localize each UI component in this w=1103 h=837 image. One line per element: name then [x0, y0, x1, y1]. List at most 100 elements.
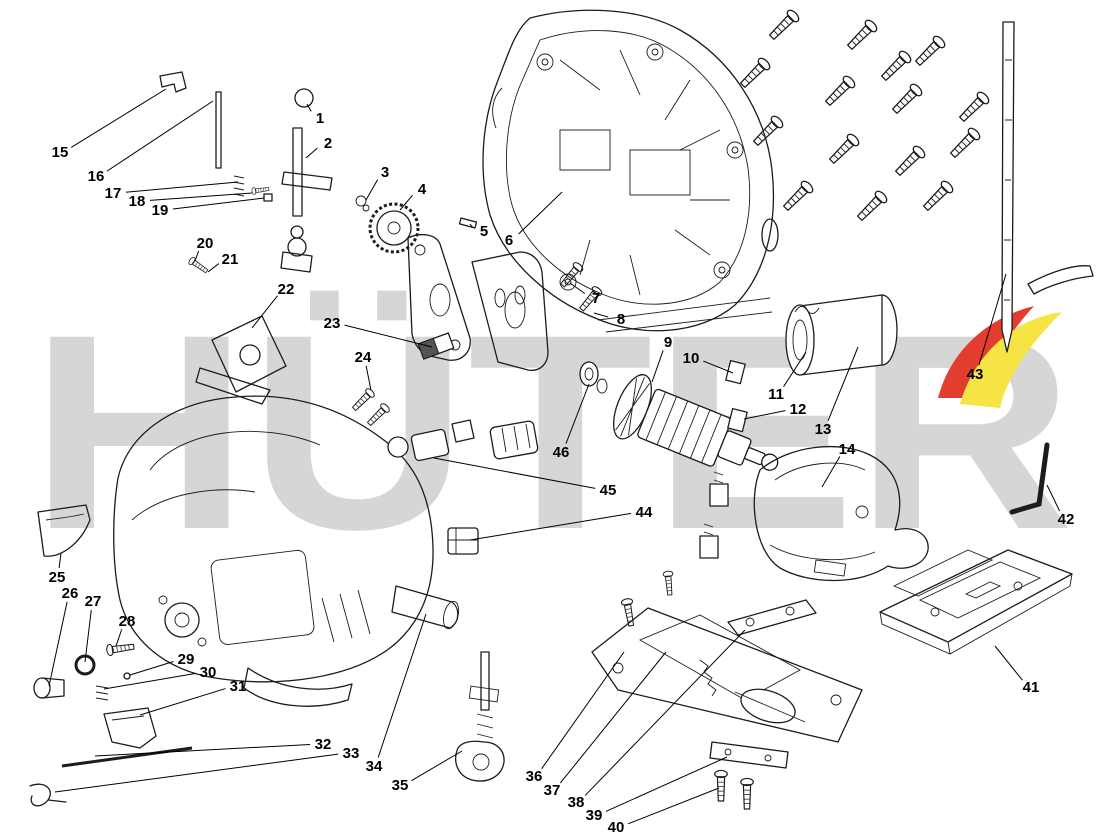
part-label-4: 4	[418, 181, 427, 198]
part-label-40: 40	[608, 819, 625, 836]
leader-line-26	[48, 601, 68, 687]
part-label-25: 25	[49, 569, 66, 586]
leader-line-46	[565, 383, 590, 444]
leader-line-18	[149, 192, 253, 201]
part-label-32: 32	[315, 736, 332, 753]
part-label-20: 20	[197, 235, 214, 252]
main-body-housing	[113, 395, 460, 707]
part-label-36: 36	[526, 768, 543, 785]
knob-and-rod	[280, 88, 333, 273]
guide-block	[195, 315, 287, 405]
leader-line-25	[58, 552, 62, 569]
part-label-46: 46	[553, 444, 570, 461]
gear-set	[355, 195, 478, 254]
part-label-28: 28	[119, 613, 136, 630]
leader-line-12	[743, 410, 786, 420]
part-label-35: 35	[392, 777, 409, 794]
leader-line-35	[411, 750, 463, 782]
leader-line-22	[251, 295, 278, 329]
leader-line-44	[469, 512, 632, 541]
part-label-39: 39	[586, 807, 603, 824]
leader-line-41	[994, 645, 1023, 681]
leader-line-24	[365, 365, 372, 391]
leader-line-27	[84, 609, 92, 663]
counterweight	[417, 332, 455, 360]
part-label-19: 19	[152, 202, 169, 219]
locking-lever	[37, 504, 91, 557]
motor-housing-shell	[482, 9, 779, 333]
part-label-30: 30	[200, 664, 217, 681]
leader-line-14	[821, 456, 841, 488]
leader-line-16	[106, 100, 214, 172]
part-label-10: 10	[683, 350, 700, 367]
part-label-31: 31	[230, 678, 247, 695]
leader-line-32	[94, 743, 311, 757]
upper-left-small-parts	[159, 71, 273, 276]
leader-line-23	[344, 324, 433, 348]
part-label-17: 17	[105, 185, 122, 202]
blade-support-arm	[1027, 265, 1094, 295]
leader-line-40	[627, 787, 720, 825]
leader-line-28	[115, 629, 123, 647]
part-label-12: 12	[790, 401, 807, 418]
part-label-37: 37	[544, 782, 561, 799]
carbon-brushes	[662, 359, 748, 596]
hex-key	[1009, 442, 1050, 515]
blade-bracket	[709, 741, 789, 769]
leader-line-42	[1046, 484, 1061, 512]
leader-line-36	[541, 651, 625, 770]
leader-line-11	[783, 351, 807, 387]
leader-line-2	[305, 147, 318, 159]
part-label-3: 3	[381, 164, 389, 181]
leader-line-20	[194, 250, 200, 262]
leader-line-15	[70, 88, 167, 148]
logo-yellow-swoosh	[960, 312, 1062, 408]
leader-line-37	[559, 651, 667, 784]
leader-line-8	[593, 312, 609, 318]
shoe-assembly	[591, 597, 863, 810]
lower-left-small-parts	[29, 640, 193, 807]
part-label-14: 14	[839, 441, 856, 458]
clamp-plate	[727, 599, 817, 636]
part-label-21: 21	[222, 251, 239, 268]
part-label-34: 34	[366, 758, 383, 775]
armature-rotor	[613, 374, 779, 471]
pin	[215, 91, 222, 169]
washer	[579, 361, 599, 387]
leader-line-21	[207, 263, 220, 273]
leader-line-29	[129, 660, 174, 676]
guide-rod	[61, 746, 193, 768]
leader-line-45	[433, 457, 596, 489]
leader-line-13	[827, 346, 859, 421]
switch-block	[447, 527, 479, 555]
part-label-2: 2	[324, 135, 332, 152]
leader-line-39	[605, 756, 728, 812]
part-label-13: 13	[815, 421, 832, 438]
leader-line-19	[172, 197, 265, 210]
leader-line-3	[365, 179, 379, 201]
leader-line-10	[703, 360, 734, 374]
part-label-26: 26	[62, 585, 79, 602]
leader-line-5	[469, 223, 473, 228]
part-label-7: 7	[592, 290, 600, 307]
leader-line-1	[306, 103, 312, 112]
plunger-support	[407, 233, 608, 394]
part-label-42: 42	[1058, 511, 1075, 528]
clamp-piece	[159, 71, 187, 93]
roller	[33, 677, 51, 699]
small-spring	[95, 685, 109, 701]
leader-line-9	[651, 350, 664, 383]
leader-line-33	[54, 753, 339, 793]
leader-line-17	[125, 181, 239, 193]
part-label-11: 11	[768, 386, 784, 403]
part-label-24: 24	[355, 349, 372, 366]
part-label-16: 16	[88, 168, 105, 185]
part-label-1: 1	[316, 110, 324, 127]
motor-end-housing	[753, 446, 929, 582]
part-label-23: 23	[324, 315, 341, 332]
leader-line-4	[399, 194, 413, 211]
